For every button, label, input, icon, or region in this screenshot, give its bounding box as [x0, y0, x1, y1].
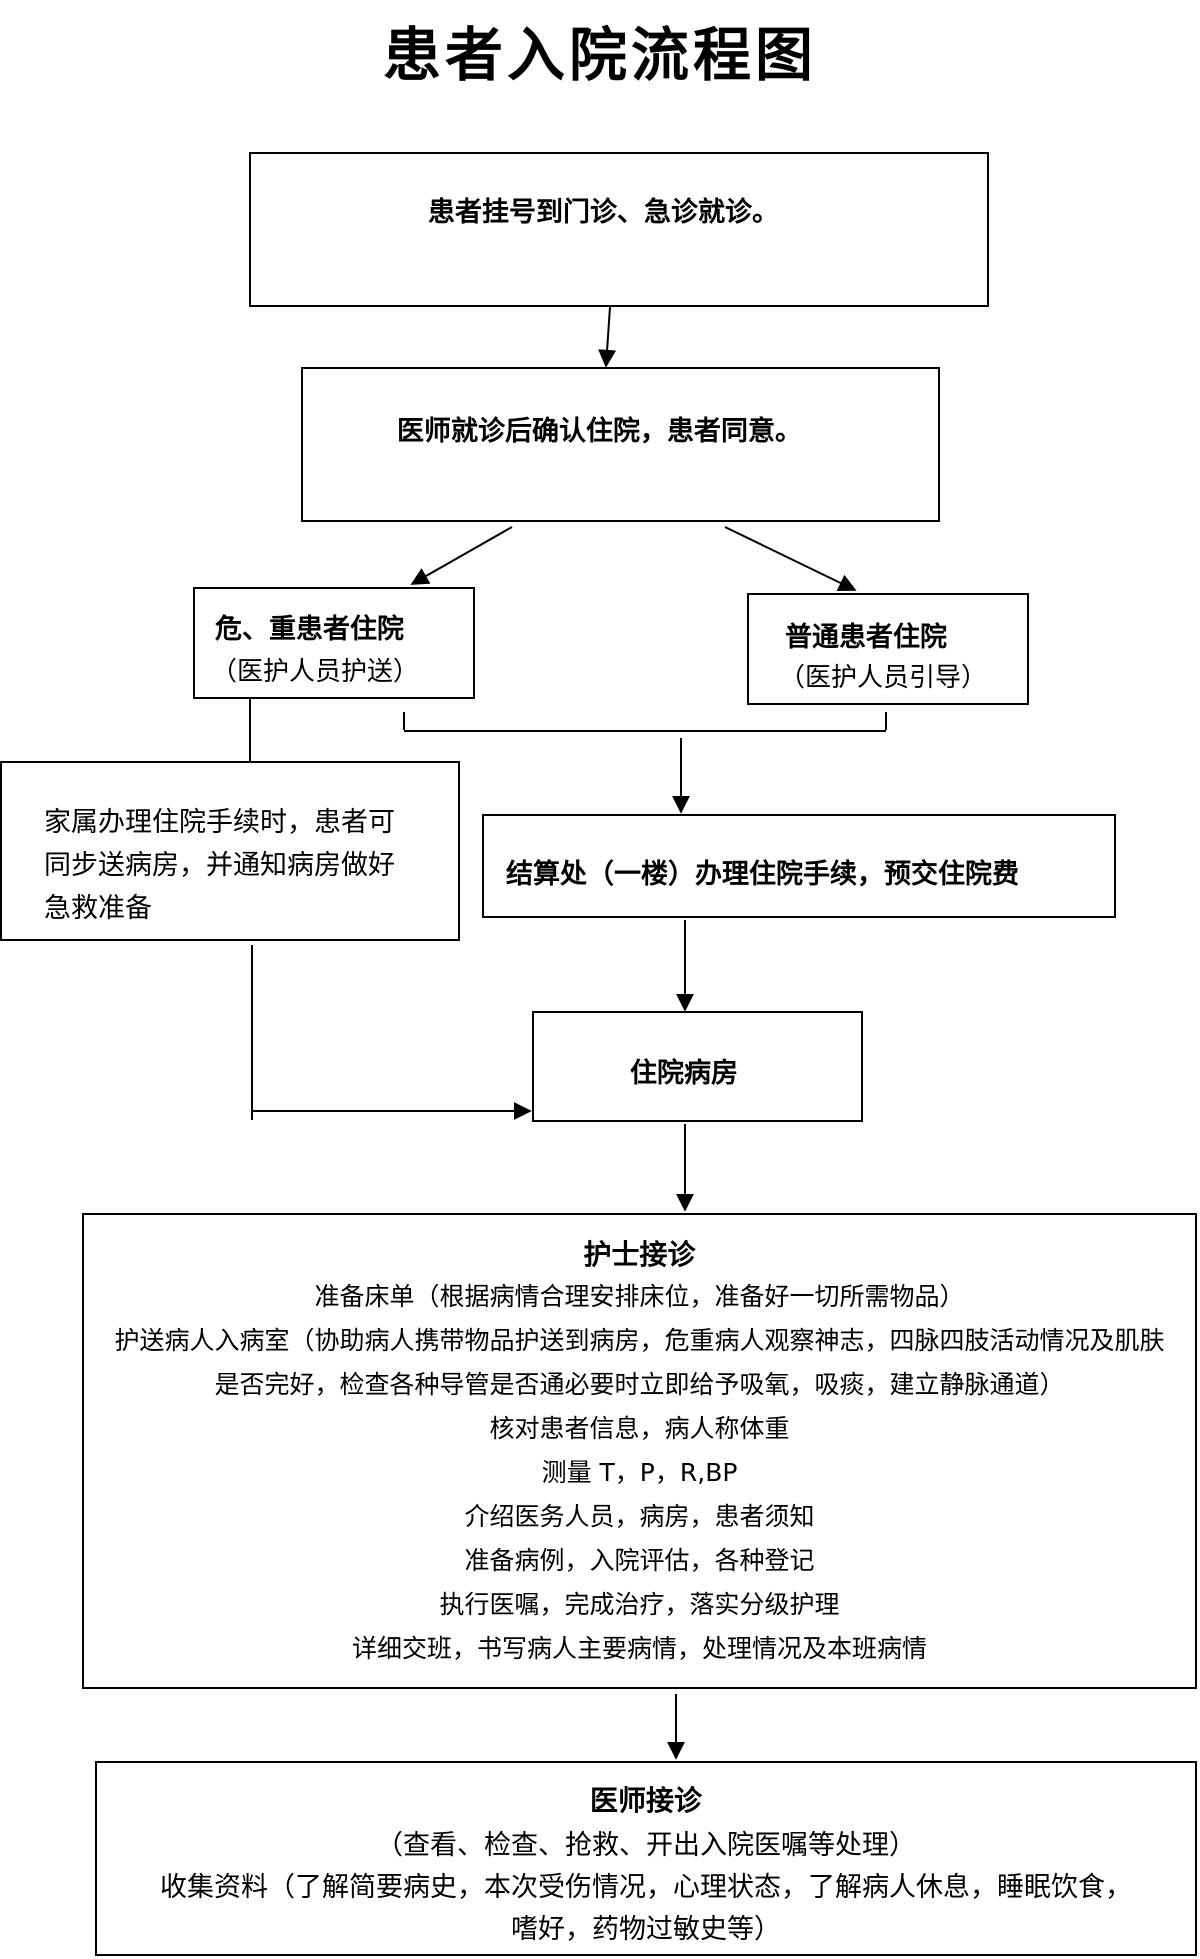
doctor-box: 医师接诊 （查看、检查、抢救、开出入院医嘱等处理） 收集资料（了解简要病史，本次…: [95, 1761, 1197, 1956]
critical-title: 危、重患者住院: [215, 614, 404, 645]
arrow-registration-to-confirm: [598, 306, 617, 368]
nurse-line-6: 介绍医务人员，病房，患者须知: [464, 1502, 815, 1531]
page-title: 患者入院流程图: [382, 21, 817, 89]
family-line-1: 家属办理住院手续时，患者可: [44, 807, 395, 838]
confirm-box: 医师就诊后确认住院，患者同意。: [301, 367, 940, 522]
nurse-line-7: 准备病例，入院评估，各种登记: [464, 1546, 815, 1575]
nurse-line-3: 是否完好，检查各种导管是否通必要时立即给予吸氧，吸痰，建立静脉通道）: [214, 1370, 1065, 1399]
ward-box: 住院病房: [532, 1011, 863, 1122]
family-line-2: 同步送病房，并通知病房做好: [44, 850, 395, 881]
nurse-line-4: 核对患者信息，病人称体重: [489, 1414, 790, 1443]
nurse-line-2: 护送病人入病室（协助病人携带物品护送到病房，危重病人观察神志，四脉四肢活动情况及…: [114, 1326, 1165, 1355]
arrow-confirm-to-normal: [724, 526, 857, 592]
critical-note: （医护人员护送）: [211, 657, 420, 687]
doctor-line-3: 嗜好，药物过敏史等）: [511, 1914, 781, 1945]
ward-text: 住院病房: [630, 1058, 738, 1089]
family-line-3: 急救准备: [44, 893, 152, 924]
family-box: 家属办理住院手续时，患者可 同步送病房，并通知病房做好 急救准备: [0, 761, 460, 941]
nurse-line-5: 测量 T，P，R,BP: [541, 1458, 738, 1487]
registration-box: 患者挂号到门诊、急诊就诊。: [249, 152, 989, 307]
doctor-title: 医师接诊: [589, 1784, 702, 1817]
normal-box: 普通患者住院 （医护人员引导）: [747, 593, 1029, 705]
nurse-line-8: 执行医嘱，完成治疗，落实分级护理: [439, 1590, 840, 1619]
nurse-title: 护士接诊: [583, 1238, 696, 1271]
doctor-line-2: 收集资料（了解简要病史，本次受伤情况，心理状态，了解病人休息，睡眠饮食，: [160, 1872, 1132, 1903]
nurse-box: 护士接诊 准备床单（根据病情合理安排床位，准备好一切所需物品） 护送病人入病室（…: [82, 1213, 1197, 1689]
billing-box: 结算处（一楼）办理住院手续，预交住院费: [482, 814, 1116, 918]
confirm-text: 医师就诊后确认住院，患者同意。: [397, 416, 802, 447]
nurse-line-1: 准备床单（根据病情合理安排床位，准备好一切所需物品）: [314, 1282, 965, 1311]
arrow-confirm-to-critical: [410, 526, 513, 585]
billing-text: 结算处（一楼）办理住院手续，预交住院费: [506, 859, 1019, 890]
normal-title: 普通患者住院: [785, 622, 947, 653]
doctor-line-1: （查看、检查、抢救、开出入院医嘱等处理）: [376, 1830, 916, 1861]
critical-box: 危、重患者住院 （医护人员护送）: [193, 587, 475, 699]
registration-text: 患者挂号到门诊、急诊就诊。: [428, 197, 779, 228]
nurse-line-9: 详细交班，书写病人主要病情，处理情况及本班病情: [351, 1634, 927, 1663]
normal-note: （医护人员引导）: [779, 663, 988, 693]
